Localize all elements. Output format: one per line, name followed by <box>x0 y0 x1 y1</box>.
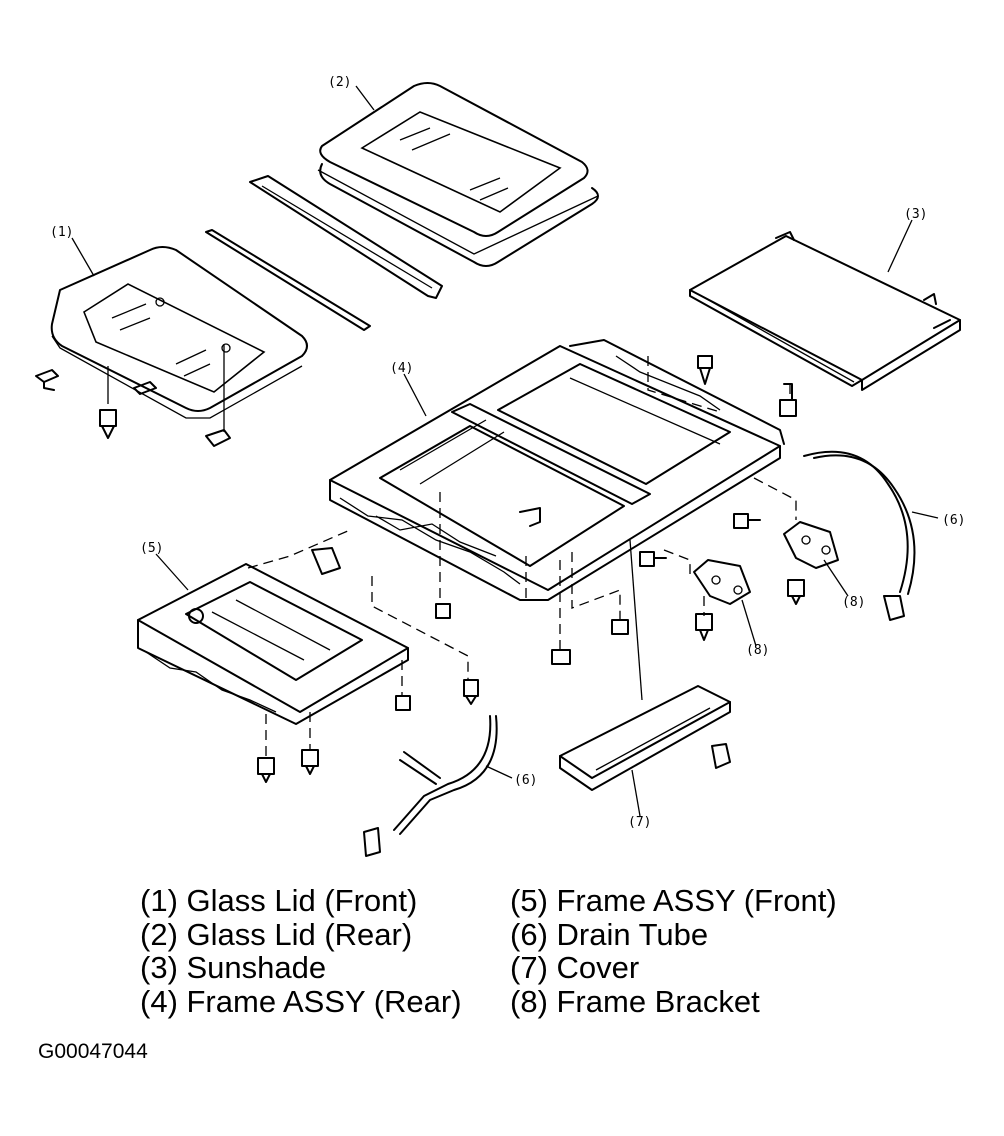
drain-tube-rear <box>803 450 916 621</box>
legend-item-sunshade: (3) Sunshade <box>140 950 327 985</box>
callout-6-rear: (6) <box>942 513 965 528</box>
drain-tube-front <box>363 715 498 857</box>
callout-8-right: (8) <box>842 595 865 610</box>
legend-item-frame-bracket: (8) Frame Bracket <box>510 983 760 1019</box>
callout-3: (3) <box>904 207 927 222</box>
callout-1: (1) <box>50 225 73 240</box>
glass-lid-rear <box>317 82 599 267</box>
glass-lid-front <box>50 246 308 419</box>
legend-item-drain-tube: (6) Drain Tube <box>510 916 709 952</box>
legend-item-glass-lid-front: (1) Glass Lid (Front) <box>140 883 418 918</box>
callout-6-front: (6) <box>514 773 537 788</box>
callout-2: (2) <box>328 75 351 90</box>
legend-item-cover: (7) Cover <box>510 950 640 985</box>
frame-assy-front <box>137 547 409 725</box>
frame-bracket-right <box>783 521 839 569</box>
front-lid-brackets <box>35 344 231 447</box>
frame-assy-rear <box>329 339 785 601</box>
legend-item-glass-lid-rear: (2) Glass Lid (Rear) <box>140 916 413 952</box>
weatherstrip-rail <box>205 175 443 331</box>
figure-id: G00047044 <box>38 1040 148 1063</box>
cover <box>559 685 731 791</box>
callout-7: (7) <box>628 815 651 830</box>
legend-column-right: (5) Frame ASSY (Front) (6) Drain Tube (7… <box>510 884 837 1018</box>
fasteners <box>257 355 805 783</box>
callout-5: (5) <box>140 541 163 556</box>
legend-item-frame-assy-front: (5) Frame ASSY (Front) <box>510 883 837 918</box>
legend-item-frame-assy-rear: (4) Frame ASSY (Rear) <box>140 983 462 1019</box>
sunroof-exploded-diagram: (1) (2) (3) (4) (5) (6) (6) (7) (8) (8) <box>35 75 965 857</box>
sunshade <box>689 231 961 391</box>
callout-4: (4) <box>390 361 413 376</box>
frame-bracket-left <box>693 559 751 605</box>
leader-lines <box>71 85 939 817</box>
legend-column-left: (1) Glass Lid (Front) (2) Glass Lid (Rea… <box>140 884 462 1018</box>
alignment-lines <box>247 356 797 758</box>
callout-8-left: (8) <box>746 643 769 658</box>
